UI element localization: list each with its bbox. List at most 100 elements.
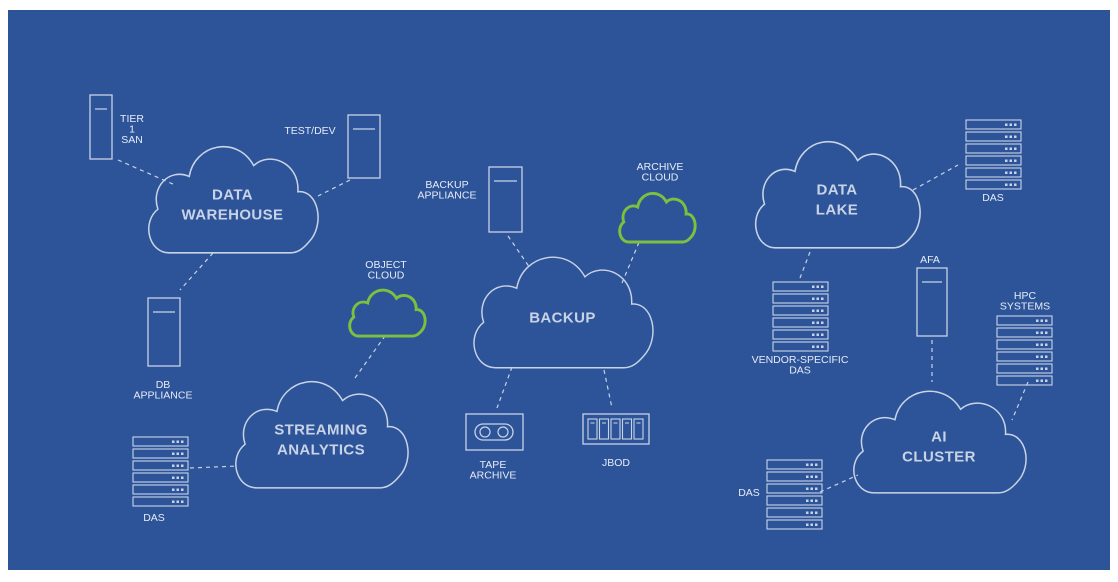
tier1-san-label-0: TIER xyxy=(120,113,144,125)
rack-server-icon xyxy=(766,507,823,518)
rack-led xyxy=(816,333,819,336)
rack-led xyxy=(821,345,824,348)
rack-led xyxy=(1005,147,1008,150)
cloud-icon xyxy=(236,382,408,488)
rack-server-icon xyxy=(996,363,1053,374)
rack-led xyxy=(1014,147,1017,150)
tier1-san-label-1: 1 xyxy=(129,124,135,136)
rack-server-icon xyxy=(766,483,823,494)
rack-server-icon xyxy=(772,293,829,304)
jbod-label-0: JBOD xyxy=(602,457,630,469)
rack-led xyxy=(176,476,179,479)
rack-led xyxy=(810,463,813,466)
db-appliance-label-0: DB xyxy=(156,379,171,391)
jbod-bay xyxy=(587,418,598,440)
rack-led xyxy=(172,440,175,443)
rack-led xyxy=(181,500,184,503)
rack-led xyxy=(815,523,818,526)
jbod-bay xyxy=(598,418,610,440)
das-top-right-rack xyxy=(965,119,1022,190)
rack-led xyxy=(1009,135,1012,138)
rack-led xyxy=(1040,367,1043,370)
rack-led xyxy=(810,523,813,526)
rack-led xyxy=(172,452,175,455)
rack-led xyxy=(1005,171,1008,174)
connector-das-streaming xyxy=(189,465,239,469)
rack-led xyxy=(812,297,815,300)
rack-led xyxy=(1009,147,1012,150)
archive-cloud-cloud xyxy=(620,193,695,242)
rack-led xyxy=(1014,183,1017,186)
tape-reel-right xyxy=(497,426,509,438)
rack-led xyxy=(181,464,184,467)
rack-server-icon xyxy=(996,351,1053,362)
rack-led xyxy=(176,464,179,467)
data-lake-label-0: DATA xyxy=(816,181,857,198)
rack-led xyxy=(176,440,179,443)
rack-led xyxy=(172,488,175,491)
object-cloud-label-0: OBJECT xyxy=(365,259,407,271)
connector-warehouse-dbappliance xyxy=(179,252,214,291)
data-lake-label-1: LAKE xyxy=(816,201,858,218)
rack-led xyxy=(1005,135,1008,138)
rack-led xyxy=(806,523,809,526)
rack-server-icon xyxy=(772,305,829,316)
jbod-bay xyxy=(610,418,621,440)
data-warehouse-label-1: WAREHOUSE xyxy=(182,206,284,223)
testdev-tower xyxy=(347,114,381,179)
rack-led xyxy=(176,500,179,503)
rack-led xyxy=(806,487,809,490)
connector-streaming-objectcloud xyxy=(354,335,386,379)
rack-led xyxy=(1014,159,1017,162)
rack-led xyxy=(821,333,824,336)
tier1-san-tower xyxy=(89,94,113,160)
rack-led xyxy=(1040,331,1043,334)
das-bottom-right-label-0: DAS xyxy=(738,487,760,499)
rack-led xyxy=(815,475,818,478)
db-appliance-label-1: APPLIANCE xyxy=(134,390,193,402)
rack-led xyxy=(812,285,815,288)
clouds-layer: DATAWAREHOUSEBACKUPDATALAKESTREAMINGANAL… xyxy=(149,142,1026,493)
connector-backupappliance-backup xyxy=(507,235,531,269)
rack-server-icon xyxy=(996,315,1053,326)
rack-server-icon xyxy=(132,484,189,495)
connector-datalake-das xyxy=(912,164,959,191)
rack-server-icon xyxy=(772,341,829,352)
devices-layer xyxy=(89,94,1053,530)
ai-cluster-label-0: AI xyxy=(931,428,947,445)
rack-led xyxy=(181,476,184,479)
rack-server-icon xyxy=(965,131,1022,142)
rack-led xyxy=(806,475,809,478)
tower-server-icon xyxy=(89,94,113,160)
connector-lines xyxy=(117,159,1029,493)
rack-led xyxy=(1014,123,1017,126)
rack-led xyxy=(810,499,813,502)
rack-led xyxy=(812,333,815,336)
backup-appliance-tower xyxy=(488,166,523,233)
tier1-san-label-2: SAN xyxy=(121,134,143,146)
rack-led xyxy=(1045,331,1048,334)
rack-led xyxy=(1036,343,1039,346)
connector-testdev-warehouse xyxy=(317,179,351,197)
rack-server-icon xyxy=(996,339,1053,350)
jbod-bay xyxy=(633,418,644,440)
tape-archive-label-0: TAPE xyxy=(480,459,507,471)
afa-tower xyxy=(916,267,948,337)
rack-led xyxy=(1040,355,1043,358)
vendor-specific-das-label-1: DAS xyxy=(789,365,811,377)
rack-led xyxy=(810,511,813,514)
rack-led xyxy=(1036,331,1039,334)
streaming-analytics-label-0: STREAMING xyxy=(274,421,368,438)
rack-led xyxy=(1040,379,1043,382)
connector-backup-jbod xyxy=(603,369,613,409)
tape-cassette-icon xyxy=(465,413,524,451)
rack-led xyxy=(815,463,818,466)
rack-led xyxy=(181,440,184,443)
rack-led xyxy=(176,488,179,491)
tower-server-icon xyxy=(916,267,948,337)
rack-led xyxy=(821,309,824,312)
connector-das-aicluster xyxy=(819,474,859,493)
archive-cloud-label-1: CLOUD xyxy=(642,172,679,184)
